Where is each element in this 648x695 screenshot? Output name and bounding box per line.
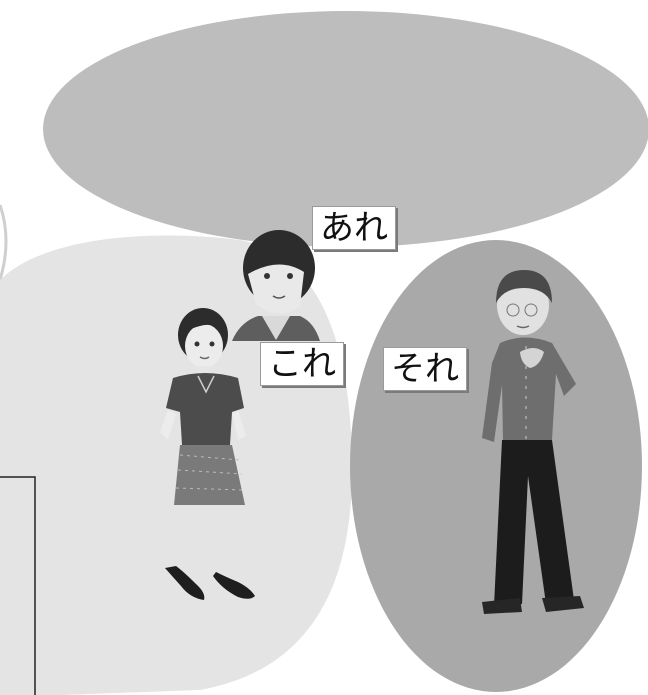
label-kore: これ	[260, 342, 344, 386]
label-sore: それ	[383, 347, 467, 391]
label-are: あれ	[312, 206, 396, 250]
listener-man	[482, 270, 584, 614]
speaker-shoes	[165, 566, 255, 600]
left-edge-curve	[0, 204, 8, 281]
listener-zone	[350, 240, 642, 692]
far-zone	[43, 11, 648, 247]
frame-box	[0, 476, 36, 695]
distant-woman	[232, 230, 320, 341]
speaker-girl	[160, 308, 246, 505]
